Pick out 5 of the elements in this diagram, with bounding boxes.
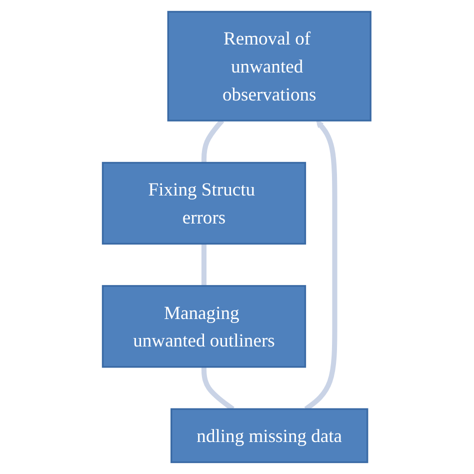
node-box: Removal of unwanted observations xyxy=(168,10,372,122)
node-box: Managing unwanted outliners xyxy=(102,285,306,368)
node-box: Fixing Structu errors xyxy=(102,162,306,245)
node-box: ndling missing data xyxy=(170,408,369,464)
connector xyxy=(202,244,207,286)
